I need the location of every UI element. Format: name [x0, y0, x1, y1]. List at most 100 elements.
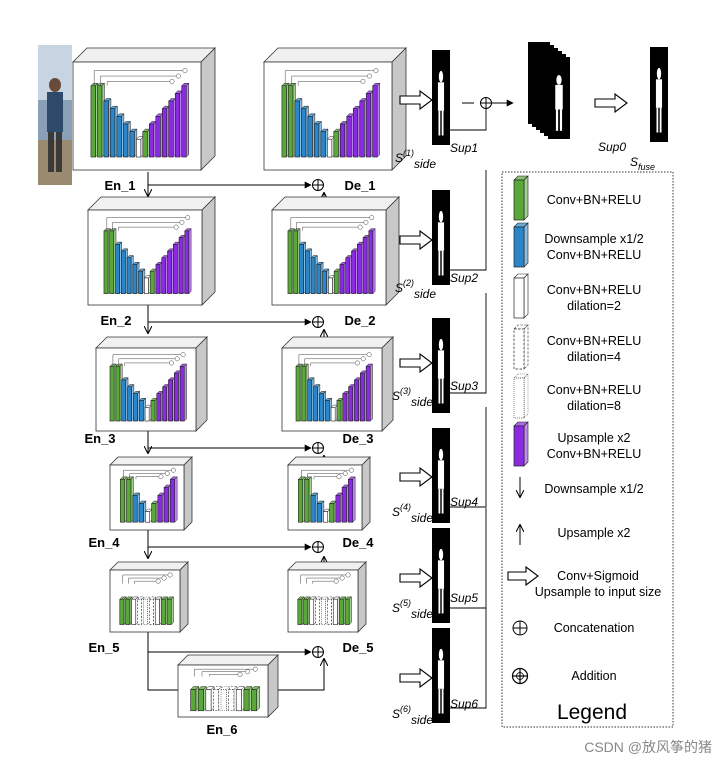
decoder-block-4-layer — [335, 492, 344, 523]
encoder-label-5: En_5 — [88, 640, 119, 655]
decoder-block-4-inner-skips — [301, 467, 354, 480]
legend-item-text: dilation=8 — [567, 399, 621, 413]
side-saliency-map-1 — [432, 50, 450, 145]
legend-item-text: dilation=4 — [567, 350, 621, 364]
encoder-block-1-layer — [148, 120, 157, 158]
decoder-block-1-layer — [294, 97, 303, 158]
legend-title: Legend — [557, 701, 627, 724]
sup-label-1: Sup1 — [450, 141, 478, 155]
encoder-block-3-layer — [121, 377, 129, 422]
blue-block — [513, 222, 529, 268]
decoder-block-1-layer — [281, 82, 290, 158]
encoder-block-3-layer — [144, 404, 153, 422]
side-output-label-2: S(2)side — [395, 278, 436, 301]
decoder-label-5: De_5 — [342, 640, 373, 655]
decoder-block-2-layer — [368, 228, 376, 295]
decoder-block-3-layer — [301, 363, 309, 422]
encoder-block-4-layer — [163, 484, 172, 523]
encoder-block-4-layer — [157, 492, 166, 523]
concat-symbol-4 — [312, 541, 324, 553]
decoder-block-2-layer — [322, 268, 330, 295]
side-output-label-4: S(4)side — [392, 502, 433, 525]
final-saliency-map — [650, 47, 668, 142]
encoder-block-1-layer — [96, 82, 106, 158]
decoder-block-5-inner-skips — [300, 572, 351, 584]
encoder-block-1-layer — [90, 82, 99, 158]
decoder-block-5-layer — [320, 596, 329, 626]
encoder-block-6-layer — [243, 685, 253, 712]
legend-item-8: Upsample x2 — [520, 525, 631, 545]
sup-label-6: Sup6 — [450, 697, 478, 711]
decoder-block-5-layer — [326, 596, 335, 626]
encoder-block-3-layer — [150, 397, 158, 422]
encoder-block-6-layer — [220, 685, 230, 712]
concat-symbol-3 — [312, 442, 324, 454]
side-conv-arrow-5 — [399, 567, 433, 589]
decoder-block-3-layer — [318, 390, 327, 422]
encoder-block-1-layer — [142, 128, 151, 158]
side-conv-arrow-3 — [399, 352, 433, 374]
circle-plus-icon — [512, 620, 528, 636]
fuse-bus-2 — [450, 170, 487, 271]
side-saliency-map-4 — [432, 428, 450, 523]
sup-label-2: Sup2 — [450, 271, 478, 285]
decoder-block-2-layer — [350, 248, 359, 295]
encoder-block-2-layer — [114, 241, 123, 295]
encoder-block-6-layer — [189, 685, 200, 712]
decoder-block-5-layer — [297, 596, 305, 626]
circle-cross-icon — [511, 667, 529, 685]
decoder-block-3-layer — [307, 377, 315, 422]
upsample-arrow-5 — [268, 659, 324, 691]
encoder-block-2-layer — [109, 228, 117, 295]
legend-item-text: Upsample x2 — [558, 526, 631, 540]
encoder-block-2-layer — [149, 268, 158, 295]
decoder-block-2-layer — [333, 268, 342, 295]
legend-item-text: Conv+BN+RELU — [547, 383, 642, 397]
decoder-block-1-layer — [313, 120, 322, 158]
decoder-block-3-layer — [348, 383, 356, 422]
sup-label-3: Sup3 — [450, 379, 478, 393]
decoder-block-1-layer — [352, 105, 361, 158]
white-block — [513, 273, 529, 319]
legend-item-text: dilation=2 — [567, 299, 621, 313]
side-conv-arrow-2 — [399, 229, 433, 251]
encoder-block-6-layer — [212, 685, 223, 712]
decoder-block-1-layer — [333, 128, 342, 158]
side-conv-arrow-4 — [399, 466, 433, 488]
encoder-block-2-layer — [132, 261, 140, 295]
encoder-label-1: En_1 — [104, 178, 135, 193]
legend-item-text: Upsample to input size — [535, 585, 662, 599]
decoder-block-2-layer — [298, 241, 307, 295]
decoder-block-3-layer — [324, 397, 333, 422]
encoder-block-4-layer — [126, 476, 134, 523]
decoder-block-2-layer — [339, 261, 347, 295]
encoder-block-5-layer — [131, 596, 139, 626]
legend-item-1: Conv+BN+RELU — [513, 175, 641, 221]
encoder-block-1-layer — [109, 105, 119, 158]
encoder-block-1-inner-skips — [93, 68, 188, 86]
decoder-block-4-layer — [304, 476, 312, 523]
encoder-block-1-layer — [135, 136, 144, 158]
side-conv-arrow-6 — [399, 667, 433, 689]
side-output-label-6: S(6)side — [392, 704, 433, 727]
hollow-arrow-icon — [507, 565, 539, 587]
encoder-block-5-layer — [125, 596, 133, 626]
green-block — [513, 175, 529, 221]
encoder-block-3-layer — [115, 363, 123, 422]
side-output-label-3: S(3)side — [392, 386, 433, 409]
encoder-block-5-layer — [142, 596, 151, 626]
encoder-block-4-layer — [169, 476, 178, 523]
decoder-block-3-layer — [353, 377, 362, 422]
legend-item-text: Upsample x2 — [558, 431, 631, 445]
encoder-block-5-layer — [136, 596, 145, 626]
decoder-block-2-layer — [304, 248, 313, 295]
dotted-block — [513, 373, 529, 419]
encoder-block-6-layer — [250, 685, 261, 712]
encoder-block-3-layer — [179, 363, 188, 422]
decoder-block-1-layer — [320, 128, 329, 158]
decoder-block-2-layer — [327, 275, 336, 295]
